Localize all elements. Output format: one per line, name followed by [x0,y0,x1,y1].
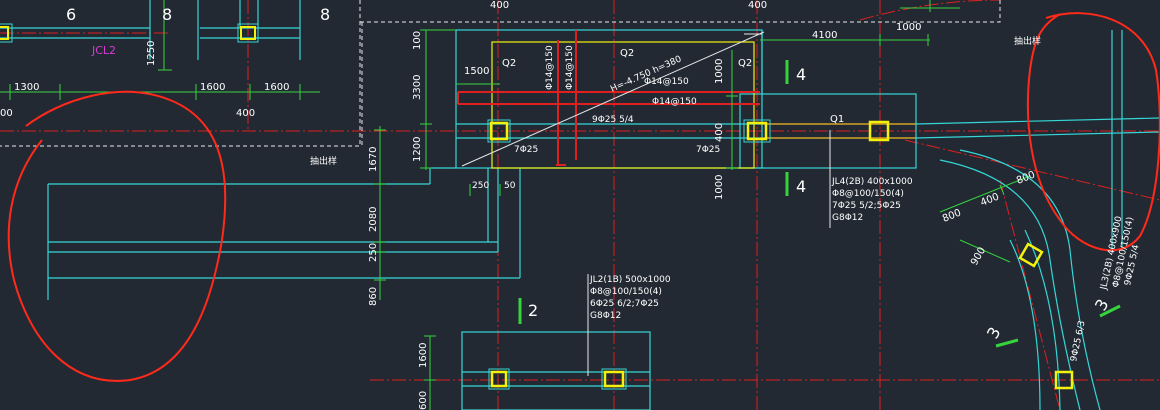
beam-label-line: Φ8@100/150(4) [590,287,662,297]
section-number-2: 2 [528,301,538,320]
dim-1600: 1600 [418,343,429,368]
dim-400: 400 [748,0,767,11]
rebar-label: Φ14@150 [545,45,555,90]
beam-label-line: JL2(1B) 500x1000 [589,275,671,285]
markup-circle-right [1026,12,1160,252]
dim-860: 860 [368,287,379,306]
section-markers [518,60,1121,348]
beam-label-line: JL4(2B) 400x1000 [831,177,913,187]
column [746,121,768,141]
grid-label-8: 8 [162,5,172,24]
column [490,370,508,388]
column [0,26,9,40]
dim-50: 50 [504,181,516,191]
dim-250: 250 [472,181,489,191]
dim-600: 600 [418,391,429,410]
dimension-lines [0,0,1031,410]
dim-1000: 1000 [714,59,725,84]
jcl2-label: JCL2 [91,44,116,57]
column [603,370,625,388]
rebar-label: Φ14@150 [565,45,575,90]
dim-400: 400 [979,191,1001,208]
dim-1600: 1600 [200,82,225,93]
bars-label: 9Φ25 5/4 [592,115,634,125]
bars-label: 7Φ25 [514,145,538,155]
dim-4100: 4100 [812,30,837,41]
column [240,26,256,40]
rebar-label: Φ14@150 [644,77,689,87]
review-markup [7,12,1160,382]
dim-1500: 1500 [464,66,489,77]
wall-label-q2: Q2 [502,58,516,69]
markup-circle-left [7,90,227,382]
dim-2080: 2080 [368,207,379,232]
column [0,23,13,43]
columns [0,23,1074,390]
column [601,368,627,390]
beam-label-line: G8Φ12 [832,213,863,223]
rebar-label: Φ14@150 [652,97,697,107]
beam-annotation-jl4: JL4(2B) 400x1000 Φ8@100/150(4) 7Φ25 5/2;… [829,130,913,228]
dim-1300: 1300 [14,82,39,93]
column [1054,370,1074,390]
dim-400: 400 [490,0,509,11]
dim-400: 400 [236,108,255,119]
dim-250: 250 [368,243,379,262]
dim-3300: 3300 [412,75,423,100]
grid-label-6: 6 [66,5,76,24]
column [489,121,509,141]
section-number-4: 4 [796,177,806,196]
dim-1000: 1000 [714,175,725,200]
wall-label-q2: Q2 [738,58,752,69]
beam-label-line: G8Φ12 [590,311,621,321]
section-number-3: 3 [983,324,1005,342]
column [237,23,259,43]
dim-800: 800 [1015,169,1037,186]
section-number-4: 4 [796,65,806,84]
tag-label: 抽出样 [1014,35,1041,47]
beam-annotation-jl3: JL3(2B) 400x900 Φ8@100/150(4) 9Φ25 5/4 9… [1069,215,1141,363]
slab-boundary [0,0,1001,147]
dim-100: 100 [412,31,423,50]
beam-label-line: 7Φ25 5/2;5Φ25 [832,201,901,211]
bars-label: 7Φ25 [696,145,720,155]
grid-label-8: 8 [320,5,330,24]
column [868,120,890,142]
beam-annotation-jl2: JL2(1B) 500x1000 Φ8@100/150(4) 6Φ25 6/2;… [587,274,671,376]
dim-1200: 1200 [412,137,423,162]
dim-00: 00 [0,108,13,119]
column [743,119,771,143]
slope-label: H=-4.750 h=380 [609,54,683,94]
column [1018,242,1044,268]
beam-label-line: 9Φ25 6/3 [1069,320,1087,363]
rebar-details [457,30,760,166]
column [487,119,511,143]
dim-400: 400 [714,123,725,142]
dim-1670: 1670 [368,147,379,172]
tag-label: 抽出样 [310,155,337,167]
dim-1000: 1000 [896,22,921,33]
dim-1250: 1250 [146,41,157,66]
slope-line [461,31,765,167]
column [488,368,510,390]
wall-label-q2: Q2 [620,48,634,59]
dim-1600: 1600 [264,82,289,93]
dim-900: 900 [969,245,988,267]
wall-label-q1: Q1 [830,114,844,125]
beam-label-line: Φ8@100/150(4) [832,189,904,199]
beam-label-line: 6Φ25 6/2;7Φ25 [590,299,659,309]
